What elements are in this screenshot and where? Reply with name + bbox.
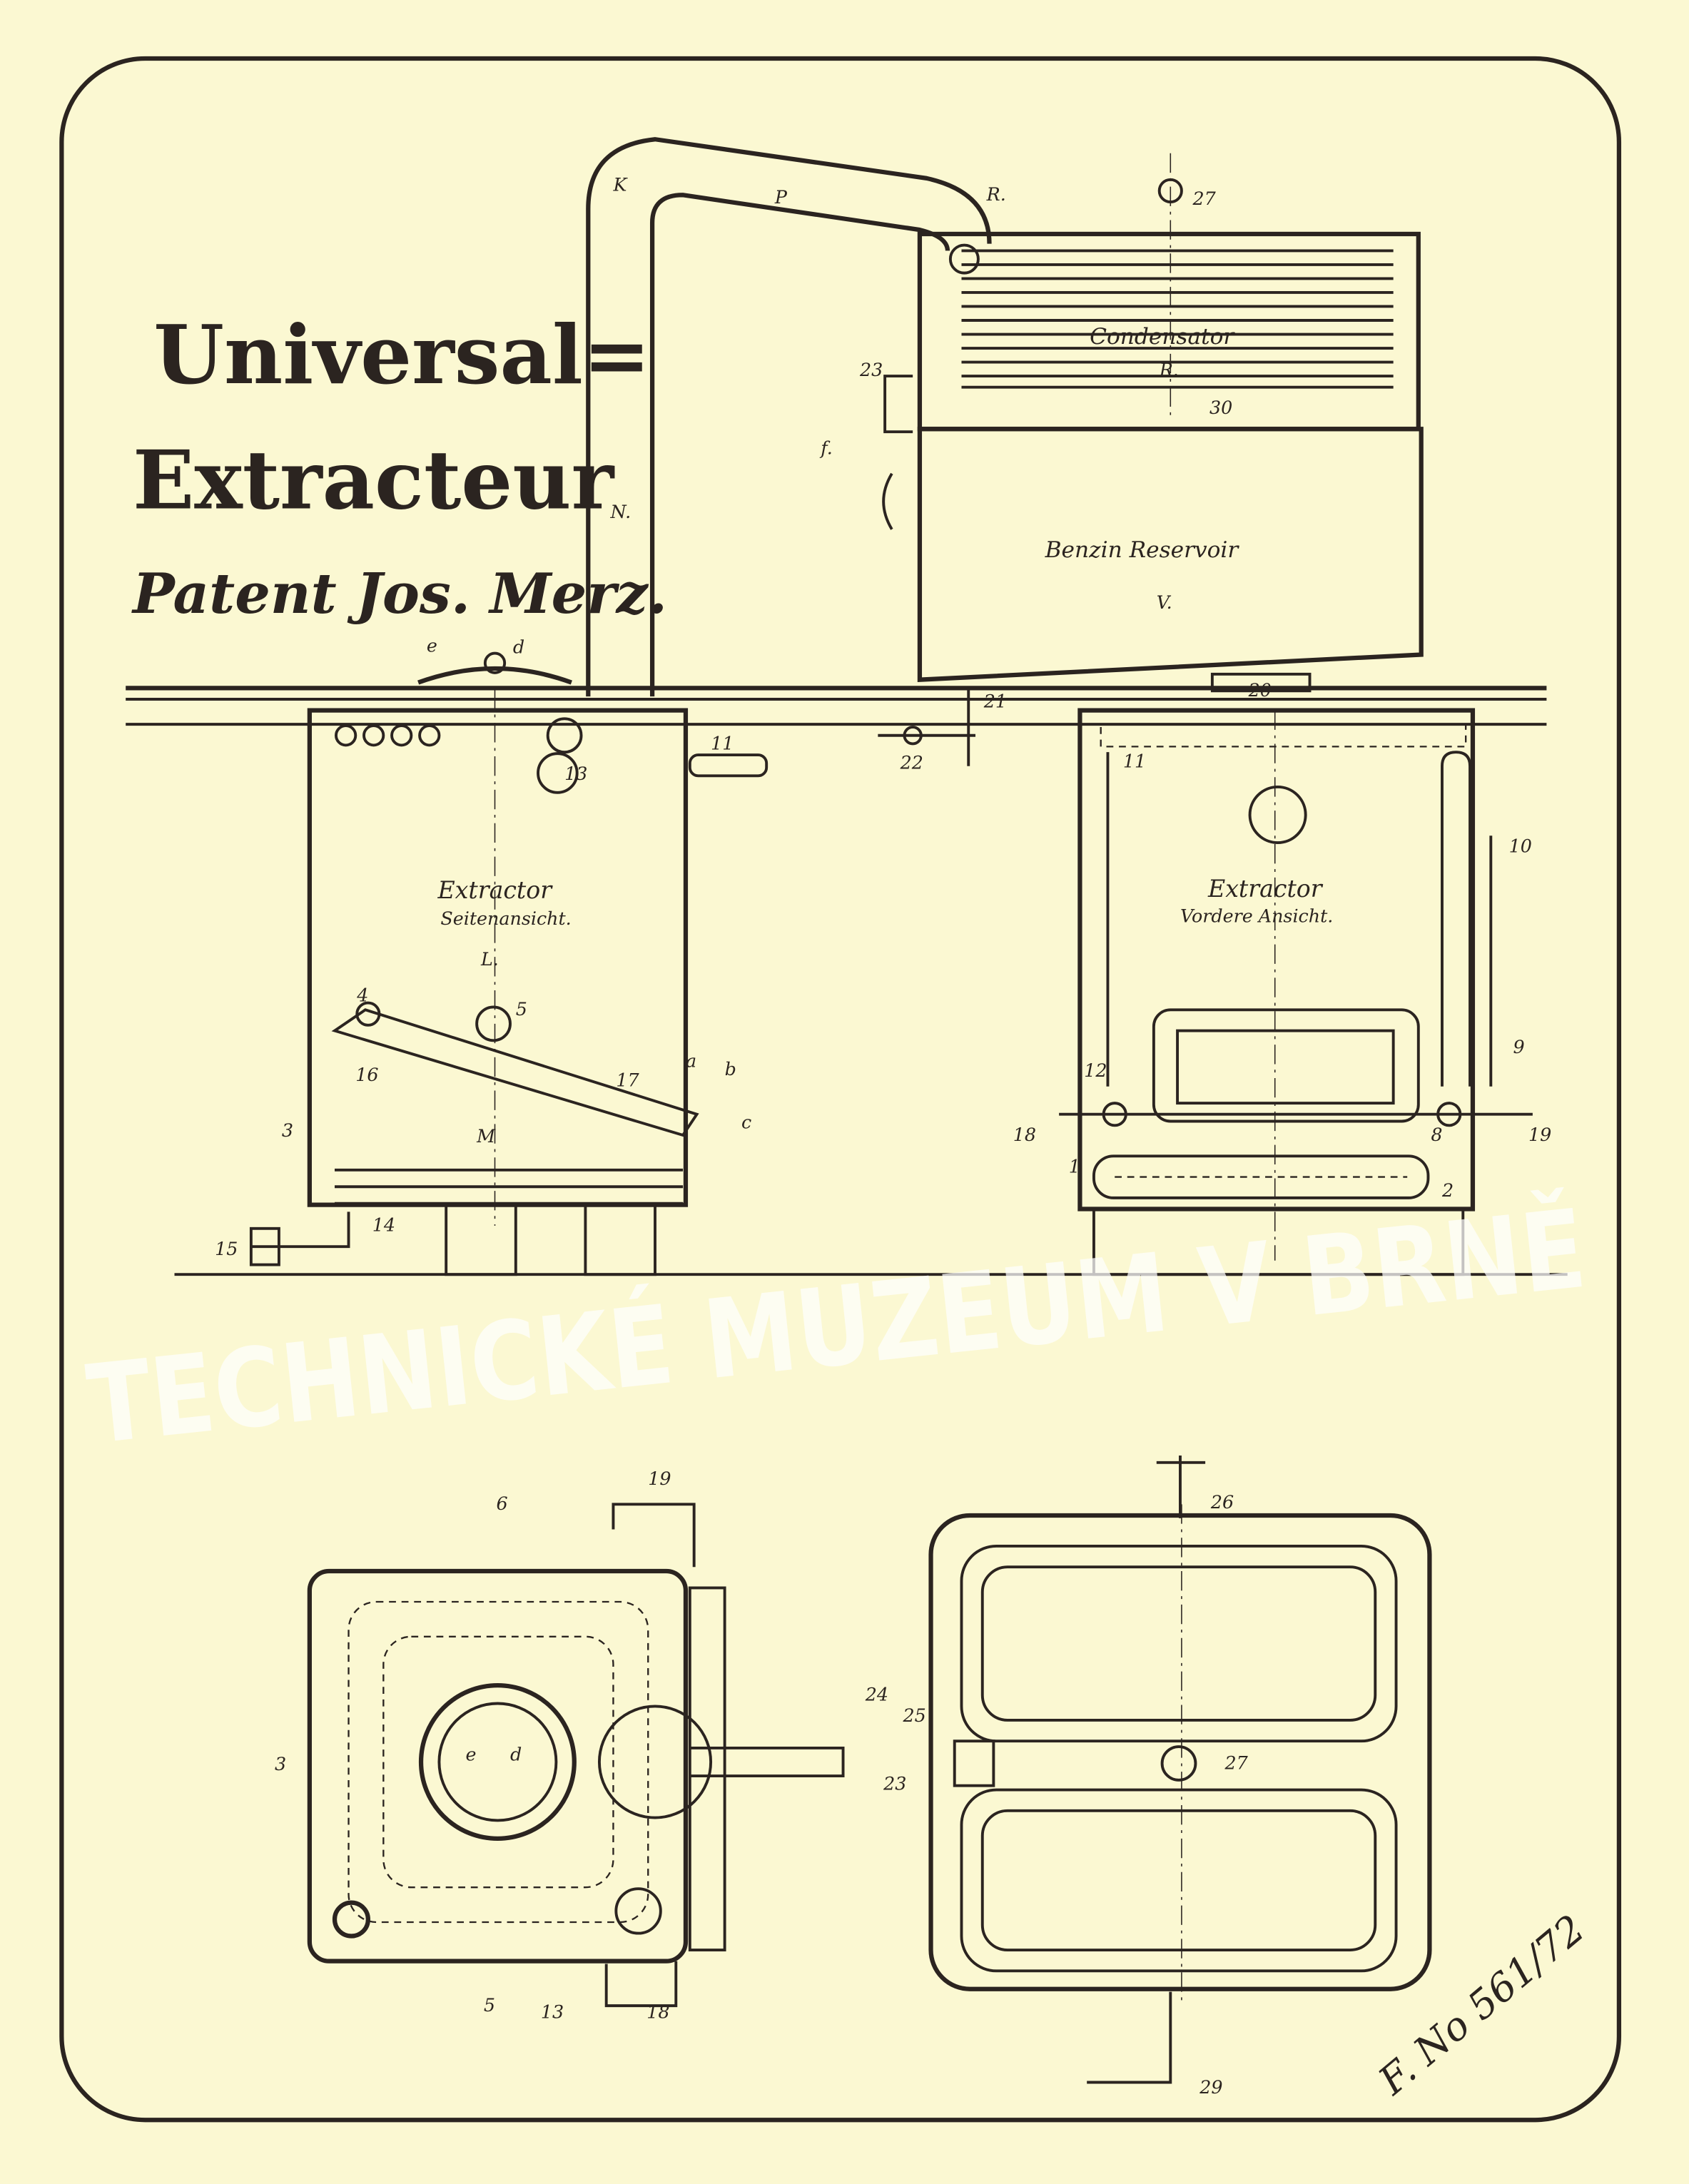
drawing-number-signature: F. No 561/72	[1369, 1906, 1593, 2104]
benzin-reservoir: Benzin Reservoir V.	[882, 427, 1424, 682]
label-14: 14	[372, 1214, 395, 1236]
label-5: 5	[516, 998, 527, 1020]
extractor-side-view: e d 11 13 Extractor Seitenansicht. L. 4 …	[215, 635, 769, 1276]
label-13: 13	[564, 763, 587, 784]
extractor-front-view: 11 10 9 Extractor Vordere Ansicht. 12 18…	[1013, 708, 1551, 1276]
label-23: 23	[859, 359, 883, 380]
reservoir-plan-view: 26 24 25 23 27 29	[865, 1456, 1432, 2098]
label-3b: 3	[275, 1753, 286, 1774]
label-15: 15	[215, 1238, 238, 1259]
side-extractor-label: Extractor	[437, 876, 553, 904]
label-4: 4	[356, 985, 368, 1006]
pressure-gauge-icon	[1248, 786, 1307, 845]
label-22: 22	[900, 752, 923, 773]
label-20: 20	[1248, 679, 1272, 701]
label-23b: 23	[883, 1773, 906, 1794]
label-m: M	[476, 1125, 496, 1147]
label-f: f.	[819, 437, 833, 458]
title-line1: Universal=	[153, 308, 651, 402]
label-5b: 5	[484, 1994, 495, 2016]
label-12: 12	[1084, 1060, 1107, 1081]
label-26: 26	[1210, 1491, 1234, 1513]
label-30: 30	[1209, 397, 1232, 418]
label-3: 3	[282, 1119, 293, 1141]
label-c: c	[741, 1111, 751, 1132]
front-extractor-label: Extractor	[1207, 875, 1324, 903]
front-extractor-subtitle: Vordere Ansicht.	[1180, 905, 1333, 926]
label-16: 16	[355, 1064, 378, 1085]
label-d2: d	[510, 1744, 522, 1765]
side-extractor-letter: L.	[480, 948, 499, 970]
label-e: e	[427, 635, 437, 656]
label-19b: 19	[648, 1468, 671, 1489]
label-27b: 27	[1224, 1752, 1248, 1773]
title-line3: Patent Jos. Merz.	[131, 562, 667, 626]
label-24: 24	[865, 1684, 888, 1705]
label-25: 25	[902, 1705, 925, 1726]
reservoir-letter: V.	[1157, 591, 1172, 613]
label-2: 2	[1441, 1179, 1454, 1201]
label-d: d	[513, 636, 524, 658]
label-1: 1	[1069, 1156, 1080, 1177]
condensator-label: Condensator	[1090, 324, 1235, 350]
label-18: 18	[1013, 1124, 1036, 1145]
label-13b: 13	[541, 2001, 564, 2023]
label-10: 10	[1509, 835, 1532, 857]
label-b: b	[725, 1058, 736, 1080]
label-19: 19	[1528, 1124, 1551, 1145]
title-block: Universal= Extracteur Patent Jos. Merz.	[131, 308, 667, 626]
title-line2: Extracteur	[133, 433, 615, 528]
valve-group: 20 21 22	[878, 672, 1312, 773]
label-k: K	[612, 173, 628, 195]
label-e2: e	[466, 1744, 477, 1765]
label-p: P	[774, 186, 788, 208]
reservoir-label: Benzin Reservoir	[1045, 537, 1240, 563]
label-17: 17	[616, 1070, 639, 1091]
label-r-top: R.	[986, 183, 1006, 205]
label-11b: 11	[1123, 751, 1146, 772]
drawing-border	[59, 56, 1622, 2123]
label-6: 6	[496, 1493, 507, 1514]
label-9: 9	[1513, 1036, 1525, 1057]
label-8: 8	[1431, 1124, 1442, 1145]
label-29: 29	[1199, 2076, 1222, 2098]
label-21: 21	[983, 691, 1007, 712]
label-a: a	[686, 1050, 696, 1071]
vapour-pipe: K P N.	[586, 137, 992, 697]
extractor-plan-view: 19 6 3 e d 5 13 18	[275, 1468, 845, 2023]
museum-watermark: TECHNICKÉ MUZEUM V BRNĚ	[82, 1186, 1591, 1468]
label-n: N.	[610, 501, 632, 522]
condensator-letter: R.	[1159, 359, 1179, 380]
side-extractor-subtitle: Seitenansicht.	[440, 908, 571, 929]
label-11: 11	[711, 732, 734, 753]
label-27: 27	[1192, 188, 1217, 209]
condensator: R. 27 Condensator R. 30 23 f.	[819, 153, 1421, 458]
